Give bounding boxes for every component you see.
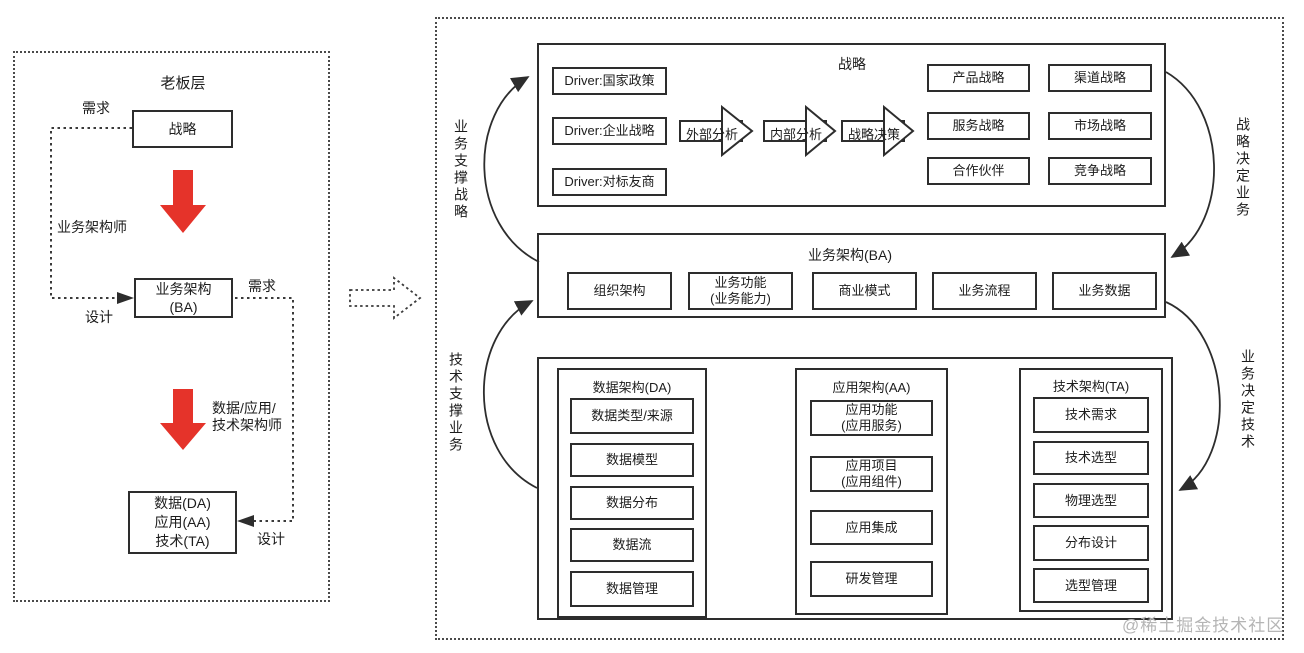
demand-right-label: 需求 bbox=[248, 278, 276, 294]
da-item-data-model: 数据模型 bbox=[570, 443, 694, 477]
ba-item-business-model: 商业模式 bbox=[812, 272, 917, 310]
aa-item-app-integration: 应用集成 bbox=[810, 510, 933, 545]
process-step-strategy-decision: 战略决策 bbox=[847, 127, 900, 142]
driver-box-national-policy: Driver:国家政策 bbox=[552, 67, 667, 95]
output-box-partners: 合作伙伴 bbox=[927, 157, 1030, 185]
label-technology-supports-business: 技术支撑业务 bbox=[448, 352, 464, 454]
ba-item-business-function: 业务功能 (业务能力) bbox=[688, 272, 793, 310]
output-box-product-strategy: 产品战略 bbox=[927, 64, 1030, 92]
ta-item-physical-selection: 物理选型 bbox=[1033, 483, 1149, 518]
ta-section-title: 技术架构(TA) bbox=[1052, 379, 1130, 394]
output-box-market-strategy: 市场战略 bbox=[1048, 112, 1152, 140]
da-item-data-type-source: 数据类型/来源 bbox=[570, 398, 694, 434]
ta-item-tech-requirements: 技术需求 bbox=[1033, 397, 1149, 433]
design-bottom-label: 设计 bbox=[257, 531, 285, 547]
label-strategy-determines-business: 战略决定业务 bbox=[1235, 117, 1251, 219]
output-box-service-strategy: 服务战略 bbox=[927, 112, 1030, 140]
ba-item-org-architecture: 组织架构 bbox=[567, 272, 672, 310]
da-section-title: 数据架构(DA) bbox=[592, 380, 672, 395]
strategy-section-title: 战略 bbox=[838, 56, 866, 72]
output-box-competition-strategy: 竞争战略 bbox=[1048, 157, 1152, 185]
ta-item-tech-selection: 技术选型 bbox=[1033, 441, 1149, 475]
demand-top-label: 需求 bbox=[82, 100, 110, 116]
label-business-determines-technology: 业务决定技术 bbox=[1240, 349, 1256, 451]
aa-section-title: 应用架构(AA) bbox=[832, 380, 911, 395]
ta-item-distribution-design: 分布设计 bbox=[1033, 525, 1149, 561]
aa-item-app-function: 应用功能 (应用服务) bbox=[810, 400, 933, 436]
panel-transition-arrow bbox=[349, 276, 422, 320]
label-business-supports-strategy: 业务支撑战略 bbox=[453, 119, 469, 221]
business-architect-label: 业务架构师 bbox=[57, 219, 127, 235]
data-app-tech-box: 数据(DA) 应用(AA) 技术(TA) bbox=[128, 491, 237, 554]
ba-section-title: 业务架构(BA) bbox=[808, 247, 892, 263]
da-item-data-distribution: 数据分布 bbox=[570, 486, 694, 520]
process-step-internal-analysis: 内部分析 bbox=[769, 127, 822, 142]
da-item-data-management: 数据管理 bbox=[570, 571, 694, 607]
aa-item-rd-management: 研发管理 bbox=[810, 561, 933, 597]
watermark: @稀土掘金技术社区 bbox=[1122, 616, 1285, 635]
output-box-channel-strategy: 渠道战略 bbox=[1048, 64, 1152, 92]
business-architecture-box: 业务架构 (BA) bbox=[134, 278, 233, 318]
design-left-label: 设计 bbox=[85, 309, 113, 325]
driver-box-benchmark-competitors: Driver:对标友商 bbox=[552, 168, 667, 196]
data-app-tech-architect-label: 数据/应用/ 技术架构师 bbox=[212, 400, 282, 433]
aa-item-app-project: 应用项目 (应用组件) bbox=[810, 456, 933, 492]
process-step-external-analysis: 外部分析 bbox=[685, 127, 738, 142]
boss-layer-panel bbox=[13, 51, 330, 602]
strategy-box-left: 战略 bbox=[132, 110, 233, 148]
boss-layer-title: 老板层 bbox=[160, 75, 206, 92]
driver-box-enterprise-strategy: Driver:企业战略 bbox=[552, 117, 667, 145]
ta-item-selection-management: 选型管理 bbox=[1033, 568, 1149, 603]
da-item-data-flow: 数据流 bbox=[570, 528, 694, 562]
ba-item-business-process: 业务流程 bbox=[932, 272, 1037, 310]
ba-item-business-data: 业务数据 bbox=[1052, 272, 1157, 310]
ea-detail-panel bbox=[435, 17, 1284, 640]
